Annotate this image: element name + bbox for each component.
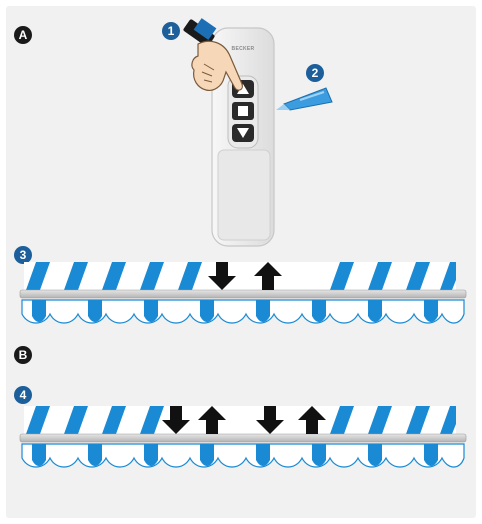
awning-1: [20, 262, 466, 323]
down-button[interactable]: [232, 124, 254, 142]
remote-brand: BECKER: [228, 46, 258, 52]
pen-icon: [276, 88, 332, 110]
stop-button[interactable]: [232, 102, 254, 120]
awning-2: [20, 406, 466, 467]
